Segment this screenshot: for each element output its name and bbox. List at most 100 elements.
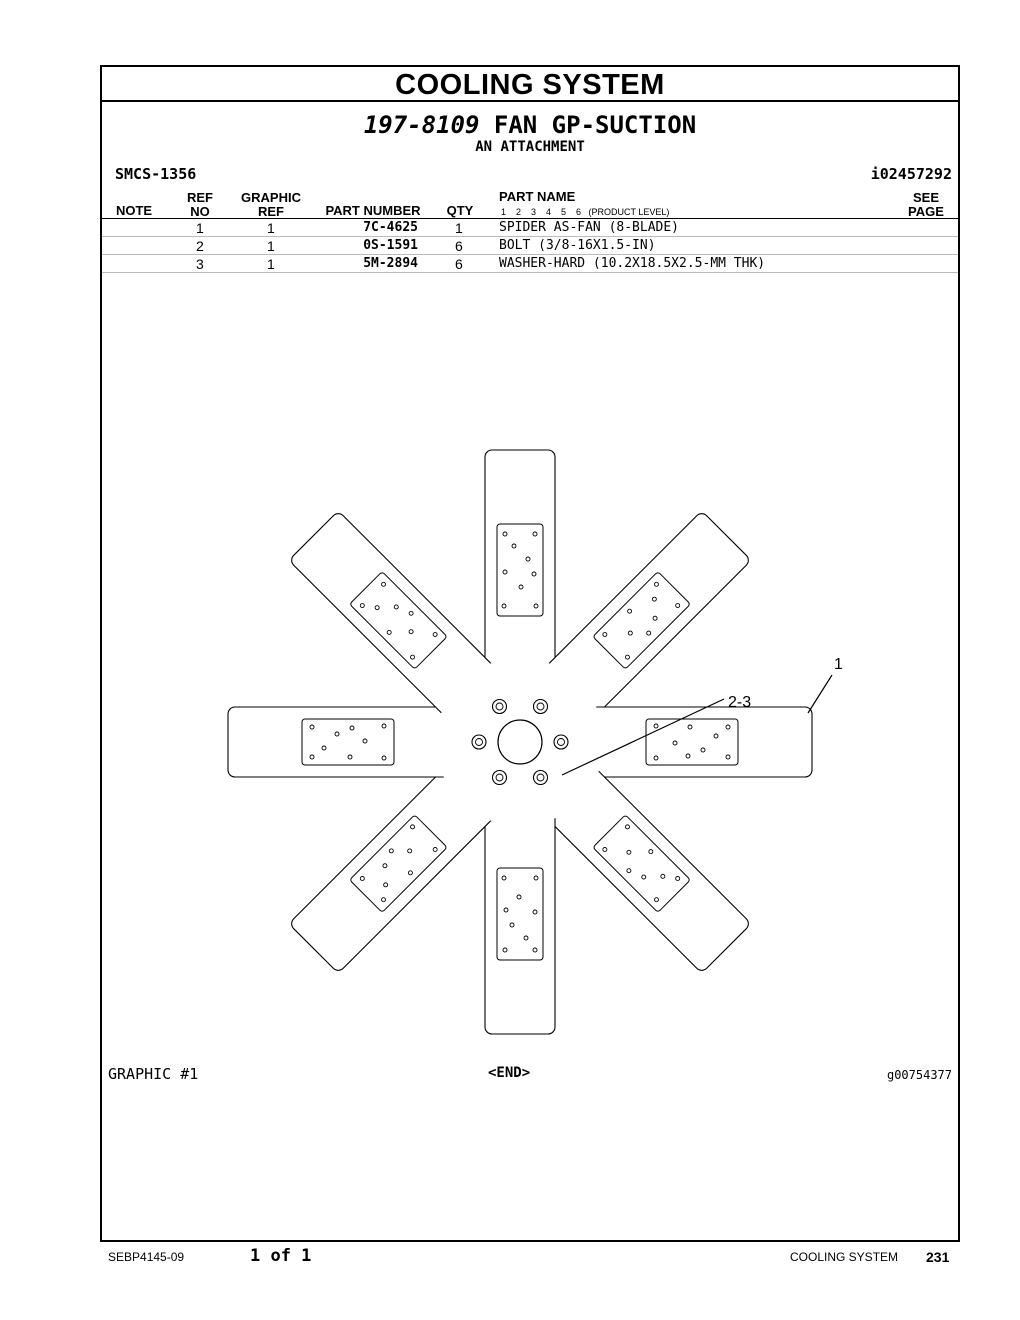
col-part-name: PART NAME xyxy=(499,189,576,204)
part-number: 5M-2894 xyxy=(363,256,418,271)
rivet-hole xyxy=(532,947,538,953)
rivet-hole xyxy=(602,847,608,852)
rivet-hole xyxy=(713,733,719,739)
ref-no: 1 xyxy=(196,220,204,236)
rivet-hole xyxy=(725,754,731,760)
rivet-hole xyxy=(374,605,380,611)
col-ref-no-bottom: NO xyxy=(190,204,210,219)
rivet-hole xyxy=(602,632,608,637)
rivet-hole xyxy=(381,723,387,729)
rivet-hole xyxy=(725,724,731,730)
part-number: 0S-1591 xyxy=(363,238,418,253)
fan-blade xyxy=(484,793,556,1035)
rivet-hole xyxy=(531,571,537,577)
rivet-hole xyxy=(334,731,340,737)
row-rule xyxy=(102,254,958,255)
rivet-hole xyxy=(408,610,414,616)
graphic-number: g00754377 xyxy=(886,1068,952,1082)
rivet-hole xyxy=(408,629,414,635)
fan-blades xyxy=(227,449,813,1035)
col-product-levels: 1 2 3 4 5 6 (PRODUCT LEVEL) xyxy=(501,207,670,217)
hub-bolt xyxy=(471,734,487,750)
rivet-hole xyxy=(407,870,413,876)
rivet-hole xyxy=(625,824,630,830)
callout-bolts: 2-3 xyxy=(561,694,751,776)
hub-bolt xyxy=(553,734,569,750)
rivet-hole xyxy=(381,581,386,587)
fan-blade xyxy=(544,513,749,718)
fan-blade xyxy=(484,449,556,691)
rivet-hole xyxy=(509,922,515,928)
row-rule xyxy=(102,272,958,273)
rivet-hole xyxy=(641,874,647,880)
footer-section: COOLING SYSTEM xyxy=(790,1250,899,1264)
rivet-hole xyxy=(381,755,387,761)
page-frame: COOLING SYSTEM 197-8109 FAN GP-SUCTION A… xyxy=(100,65,960,1242)
col-ref-no-top: REF xyxy=(187,190,213,205)
col-note: NOTE xyxy=(115,203,153,218)
hub-bolt xyxy=(491,769,508,786)
rivet-hole xyxy=(533,875,539,881)
callout-spider: 1 xyxy=(807,656,843,714)
rivet-hole xyxy=(393,604,399,610)
group-subtitle: AN ATTACHMENT xyxy=(475,139,585,155)
hub-bolt xyxy=(491,698,508,715)
rivet-hole xyxy=(627,630,633,636)
rivet-hole xyxy=(386,629,392,635)
rivet-hole xyxy=(654,897,659,903)
rivet-hole xyxy=(359,876,365,881)
fan-blade xyxy=(571,706,813,778)
rivet-hole xyxy=(627,608,633,614)
ref-no: 3 xyxy=(196,256,204,272)
rivet-hole xyxy=(321,745,327,751)
part-name: SPIDER AS-FAN (8-BLADE) xyxy=(499,220,680,235)
col-qty: QTY xyxy=(446,203,474,218)
rivet-hole xyxy=(660,873,666,879)
fan-blade xyxy=(544,766,749,971)
fan-blade xyxy=(291,766,496,971)
col-graphic-ref-top: GRAPHIC xyxy=(241,190,301,205)
col-graphic-ref-bottom: REF xyxy=(258,204,284,219)
graphic-ref: 1 xyxy=(267,256,275,272)
rivet-hole xyxy=(501,603,507,609)
section-title-bar: COOLING SYSTEM xyxy=(102,67,958,102)
rivet-hole xyxy=(532,531,538,537)
rivet-hole xyxy=(625,654,630,660)
rivet-hole xyxy=(309,724,315,730)
section-title: COOLING SYSTEM xyxy=(395,69,665,101)
part-name: WASHER-HARD (10.2X18.5X2.5-MM THK) xyxy=(499,256,766,271)
rivet-hole xyxy=(407,848,413,854)
rivet-hole xyxy=(410,824,415,830)
rivet-hole xyxy=(502,531,508,537)
end-marker: <END> xyxy=(488,1065,531,1081)
rivet-hole xyxy=(653,723,659,729)
rivet-hole xyxy=(432,847,438,852)
rivet-hole xyxy=(503,907,509,913)
callout-bolts-label: 2-3 xyxy=(728,694,751,711)
part-name: BOLT (3/8-16X1.5-IN) xyxy=(499,238,656,253)
row-rule xyxy=(102,236,958,237)
rivet-hole xyxy=(511,543,517,549)
callout-spider-label: 1 xyxy=(834,656,843,673)
qty: 6 xyxy=(455,256,463,272)
rivet-hole xyxy=(532,909,538,915)
rivet-hole xyxy=(525,556,531,562)
rivet-hole xyxy=(502,947,508,953)
hub-bolt xyxy=(532,769,549,786)
rivet-hole xyxy=(382,863,388,869)
group-name: FAN GP-SUCTION xyxy=(493,111,697,139)
col-see-page-bottom: PAGE xyxy=(908,204,944,219)
group-number: 197-8109 xyxy=(363,111,480,139)
rivet-hole xyxy=(309,754,315,760)
rivet-hole xyxy=(502,569,508,575)
ref-no: 2 xyxy=(196,238,204,254)
rivet-hole xyxy=(523,935,529,941)
graphic-label: GRAPHIC #1 xyxy=(108,1065,199,1083)
fan-hub xyxy=(436,658,604,826)
graphic-ref: 1 xyxy=(267,238,275,254)
hub-bolt xyxy=(532,698,549,715)
footer-doc-number: SEBP4145-09 xyxy=(108,1250,185,1264)
rivet-hole xyxy=(381,897,386,903)
rivet-hole xyxy=(652,615,658,621)
part-number: 7C-4625 xyxy=(363,220,418,235)
